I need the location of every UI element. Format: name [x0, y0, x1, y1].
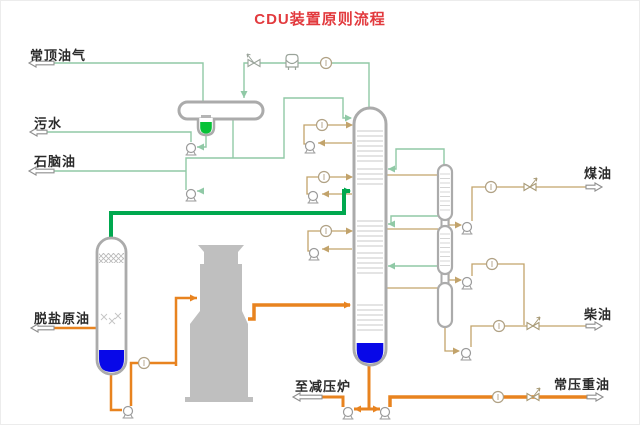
diesel-product-cooler-icon	[492, 319, 506, 333]
control-valve-icons	[246, 53, 541, 402]
pa2-pump-icon	[306, 190, 320, 204]
label-kerosene: 煤油	[584, 166, 613, 181]
pa3-pump-icon	[307, 247, 321, 261]
stripper2-vapor-return	[388, 215, 445, 227]
stream-tags	[27, 58, 605, 402]
boot-water-level	[200, 122, 212, 134]
reflux-line	[233, 97, 351, 159]
stripper-trays	[440, 173, 450, 266]
label-top-gas: 常顶油气	[30, 48, 87, 63]
naphtha-arrow	[27, 166, 55, 176]
label-atm-heavy-oil: 常压重油	[554, 377, 611, 392]
furnace	[185, 245, 253, 402]
crude-feed-arrow	[29, 323, 55, 333]
page-title: CDU装置原则流程	[254, 11, 386, 28]
sour-water-arrow	[28, 127, 48, 137]
kerosene-valve-icon	[523, 177, 538, 192]
top-gas-arrow	[27, 58, 55, 68]
sour-water-pump-icon	[184, 142, 198, 156]
bottom-stripper	[436, 281, 454, 329]
diesel-pump-icon	[460, 276, 474, 290]
furnace-transfer-line	[248, 303, 350, 321]
naphtha-header-line	[185, 157, 233, 190]
overhead-valve-icon	[246, 53, 261, 68]
kerosene-cooler-icon	[484, 180, 498, 194]
stripper1-vapor-return	[388, 148, 445, 170]
residue-cooler-icon	[491, 390, 505, 404]
residue-pump-icon	[378, 406, 392, 420]
to-vacuum-arrow	[291, 392, 323, 402]
crude-exchanger-icon	[137, 356, 151, 370]
main-column-trays	[357, 130, 383, 331]
side-stripper-stack	[436, 163, 454, 329]
diesel-cooler-icon	[485, 257, 499, 271]
preflash-distributor	[100, 312, 122, 325]
sour-water-line	[47, 131, 192, 142]
preflash-bottoms-level	[99, 350, 124, 372]
pa1-cooler-icon	[315, 118, 329, 132]
column-bottoms-line	[354, 365, 380, 411]
kerosene-pump-icon	[460, 221, 474, 235]
label-diesel: 柴油	[584, 307, 613, 322]
stripper3-vapor-return	[388, 265, 444, 284]
air-cooler-icon	[285, 53, 299, 70]
flash-bottoms-line	[109, 374, 122, 412]
kerosene-stripper	[436, 163, 454, 222]
flash-bottoms-pump-icon	[121, 405, 135, 419]
drum-gas-line	[53, 62, 204, 102]
drum-boot	[196, 118, 216, 137]
label-desalted-crude: 脱盐原油	[34, 311, 91, 326]
diesel-arrow	[585, 321, 604, 331]
oil-piping	[53, 296, 587, 412]
pa2-cooler-icon	[317, 170, 331, 184]
stripper2-product-line	[471, 263, 525, 325]
preflash-demister-mesh	[99, 253, 124, 263]
label-sour-water: 污水	[34, 116, 63, 131]
preflash-column	[95, 236, 128, 376]
residue-arrow	[586, 392, 605, 402]
diesel-stripper	[436, 224, 454, 276]
diesel-product-line	[470, 325, 586, 347]
bottom-stripper-pump-icon	[459, 347, 473, 361]
main-column	[352, 106, 388, 367]
main-column-bottoms-level	[356, 343, 384, 363]
kerosene-product-line	[471, 186, 586, 221]
label-to-vacuum-furnace: 至减压炉	[295, 379, 352, 394]
stripper3-pump-suction	[444, 327, 459, 352]
naphtha-pump-icon	[184, 188, 198, 202]
furnace-feed-line	[129, 296, 197, 406]
pa1-pump-icon	[303, 140, 317, 154]
to-vacuum-line	[322, 395, 345, 407]
kerosene-arrow	[585, 182, 604, 192]
reflux-drum	[177, 100, 265, 121]
column-overhead-line	[243, 62, 370, 108]
label-naphtha: 石脑油	[34, 154, 77, 169]
pa3-cooler-icon	[319, 224, 333, 238]
residue-line	[388, 395, 587, 407]
diesel-valve-icon	[526, 316, 541, 331]
vacuum-feed-pump-icon	[341, 406, 355, 420]
overhead-exchanger-icon	[319, 56, 333, 70]
